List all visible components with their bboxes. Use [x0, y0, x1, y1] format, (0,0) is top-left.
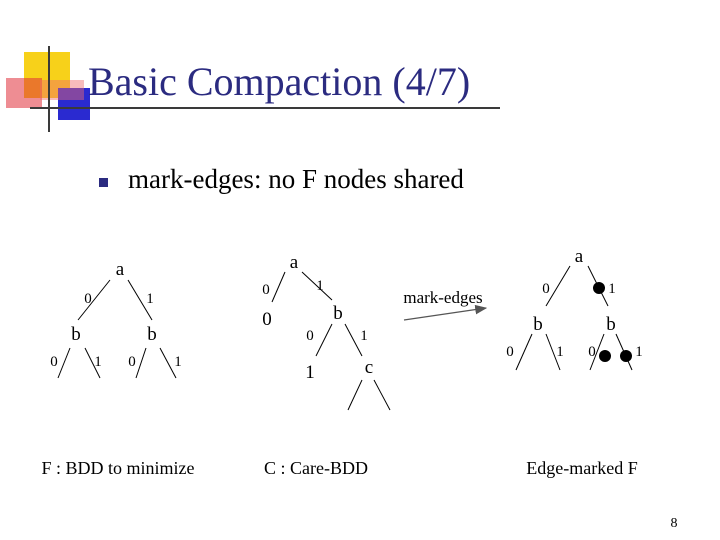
f-edge-b2-left: [135, 347, 147, 379]
f-edge-label-b1-0: 0: [50, 354, 58, 370]
f-edge-label-b2-0: 0: [128, 354, 136, 370]
f-edge-a-b2: [127, 279, 153, 321]
c-edge-label-b-1: 1: [360, 328, 368, 344]
f-edge-b1-left: [57, 347, 71, 379]
c-edge-b-1: [315, 323, 333, 357]
title-underline: [30, 107, 500, 109]
f-edge-b2-right: [159, 347, 177, 379]
m-edge-b2-left: [589, 333, 605, 371]
f-edge-b1-right: [84, 347, 101, 379]
m-node-b-left: b: [533, 314, 543, 335]
decor-vertical-line: [48, 46, 50, 132]
m-edge-label-b1-1: 1: [556, 344, 564, 360]
square-bullet-icon: [99, 178, 108, 187]
f-node-b-left: b: [71, 324, 81, 345]
f-edge-a-b1: [77, 279, 111, 321]
mark-dot-b2-1: [620, 350, 632, 362]
title-decoration: [0, 0, 500, 140]
m-edge-a-b1: [545, 265, 571, 307]
diagram-c: [271, 271, 391, 411]
c-edge-a-0: [271, 271, 286, 303]
m-edge-label-root-0: 0: [542, 281, 550, 297]
c-terminal-0: 0: [262, 309, 272, 330]
f-edge-label-root-1: 1: [146, 291, 154, 307]
f-node-b-right: b: [147, 324, 157, 345]
decor-red-square: [6, 78, 42, 108]
marked-caption: Edge-marked F: [526, 458, 637, 478]
m-node-a: a: [575, 246, 584, 267]
mark-dot-root-1: [593, 282, 605, 294]
c-edge-label-b-0: 0: [306, 328, 314, 344]
c-node-c: c: [365, 357, 373, 378]
diagram-f: [57, 279, 177, 379]
c-edge-c-left: [347, 379, 363, 411]
m-edge-label-root-1: 1: [608, 281, 616, 297]
f-node-a: a: [116, 259, 125, 280]
f-edge-label-b1-1: 1: [94, 354, 102, 370]
f-caption: F : BDD to minimize: [42, 458, 195, 478]
c-edge-a-b: [301, 271, 333, 301]
m-edge-b1-right: [545, 333, 561, 371]
c-node-a: a: [290, 252, 299, 273]
decor-red-square-light: [40, 80, 84, 100]
c-edge-c-right: [373, 379, 391, 411]
c-terminal-1: 1: [305, 362, 315, 383]
f-edge-label-b2-1: 1: [174, 354, 182, 370]
f-edge-label-root-0: 0: [84, 291, 92, 307]
decor-blue-square: [58, 88, 90, 120]
c-edge-label-root-1: 1: [316, 278, 324, 294]
bullet-text: mark-edges: no F nodes shared: [128, 164, 464, 194]
m-edge-label-b2-0: 0: [588, 344, 596, 360]
m-edge-label-b1-0: 0: [506, 344, 514, 360]
c-caption: C : Care-BDD: [264, 458, 368, 478]
slide-title: Basic Compaction (4/7): [88, 59, 471, 104]
m-edge-label-b2-1: 1: [635, 344, 643, 360]
c-edge-label-root-0: 0: [262, 282, 270, 298]
c-node-b: b: [333, 303, 343, 324]
c-edge-b-c: [344, 323, 363, 357]
mark-edges-arrow: [403, 304, 488, 321]
m-node-b-right: b: [606, 314, 616, 335]
arrow-label: mark-edges: [403, 288, 482, 307]
page-number: 8: [671, 516, 678, 531]
mark-dot-b2-0: [599, 350, 611, 362]
m-edge-b1-left: [515, 333, 533, 371]
